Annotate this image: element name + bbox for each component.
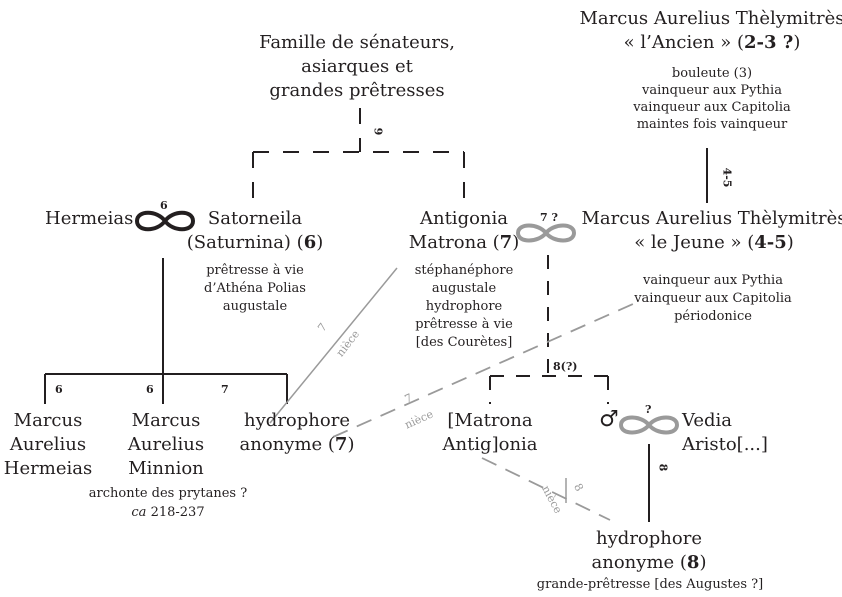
- hermeias-jr-line-3: Hermeias: [3, 458, 93, 479]
- vedia-line-1: Vedia: [682, 410, 733, 431]
- antigonia-role-4: prêtresse à vie: [415, 317, 513, 332]
- minnion-line-1: Marcus: [131, 410, 201, 431]
- marriage-hermeias-icon: [134, 210, 196, 232]
- minnion-line-2: Aurelius: [127, 434, 205, 455]
- minnion-line-3: Minnion: [128, 458, 204, 479]
- hydrophore7-line-2: anonyme (7): [239, 434, 355, 455]
- hydrophore8-line-1: hydrophore: [596, 528, 702, 549]
- child-gen-left: 6: [55, 383, 63, 396]
- elder-role-4: maintes fois vainqueur: [636, 117, 788, 132]
- family-line-2: asiarques et: [301, 56, 413, 77]
- minnion-date: ca 218-237: [131, 505, 205, 520]
- gen8-bracket: [489, 255, 609, 404]
- elder-role-3: vainqueur aux Capitolia: [633, 100, 791, 115]
- younger-role-2: vainqueur aux Capitolia: [634, 291, 792, 306]
- younger-name: Marcus Aurelius Thèlymitrès: [581, 208, 842, 229]
- antigonia-role-1: stéphanéphore: [414, 263, 514, 278]
- hermeias-name: Hermeias: [45, 208, 134, 229]
- younger-role-1: vainqueur aux Pythia: [643, 273, 783, 288]
- satorneila-role-2: d’Athéna Polias: [204, 281, 306, 296]
- hermeias-marriage-gen: 6: [160, 199, 168, 212]
- family-gen-label: 9: [371, 127, 385, 136]
- younger-epithet: « le Jeune » (4-5): [634, 232, 794, 253]
- elder-role-1: bouleute (3): [671, 66, 753, 81]
- hydrophore8-role: grande-prêtresse [des Augustes ?]: [536, 577, 764, 592]
- hermeias-jr-line-2: Aurelius: [9, 434, 87, 455]
- child-gen-mid: 6: [146, 383, 154, 396]
- male-symbol-icon: ♂: [599, 407, 619, 432]
- minnion-role: archonte des prytanes ?: [88, 486, 248, 501]
- antigonia-role-2: augustale: [431, 281, 497, 296]
- gen8-label: 8(?): [553, 360, 578, 373]
- younger-role-3: périodonice: [674, 309, 752, 324]
- vedia-line-2: Aristo[...]: [682, 434, 768, 455]
- elder-epithet: « l’Ancien » (2-3 ?): [623, 32, 801, 53]
- niece-line-matrona: [481, 457, 611, 521]
- hydrophore8-line-2: anonyme (8): [591, 552, 707, 573]
- antigonia-marriage-gen: 7 ?: [540, 211, 558, 224]
- satorneila-name: Satorneila: [207, 208, 303, 229]
- vedia-marriage-gen: ?: [645, 403, 652, 416]
- antigonia-matrona: Matrona (7): [408, 232, 520, 253]
- satorneila-role-3: augustale: [222, 299, 288, 314]
- marriage-vedia-icon: [618, 415, 680, 435]
- matrona-line-2: Antig]onia: [442, 434, 538, 455]
- elder-younger-gen: 4-5: [720, 167, 734, 188]
- child-gen-right: 7: [221, 383, 229, 396]
- niece-line-antigonia: [269, 267, 398, 424]
- antigonia-name: Antigonia: [419, 208, 509, 229]
- family-bracket: [252, 108, 465, 198]
- niece-line-thelymitres: [332, 299, 643, 438]
- antigonia-role-3: hydrophore: [425, 299, 503, 314]
- hermeias-jr-line-1: Marcus: [13, 410, 83, 431]
- satorneila-alias: (Saturnina) (6): [186, 232, 324, 253]
- family-line-1: Famille de sénateurs,: [259, 32, 455, 53]
- marriage-antigonia-icon: [515, 223, 577, 243]
- antigonia-role-5: [des Courètes]: [415, 335, 513, 350]
- children-tree: [44, 258, 288, 404]
- family-line-3: grandes prêtresses: [269, 80, 445, 101]
- matrona-line-1: [Matrona: [447, 410, 533, 431]
- vedia-gen-link: 8: [656, 463, 670, 472]
- elder-role-2: vainqueur aux Pythia: [642, 83, 782, 98]
- hydrophore7-line-1: hydrophore: [244, 410, 350, 431]
- elder-name: Marcus Aurelius Thèlymitrès: [579, 8, 842, 29]
- satorneila-role-1: prêtresse à vie: [206, 263, 304, 278]
